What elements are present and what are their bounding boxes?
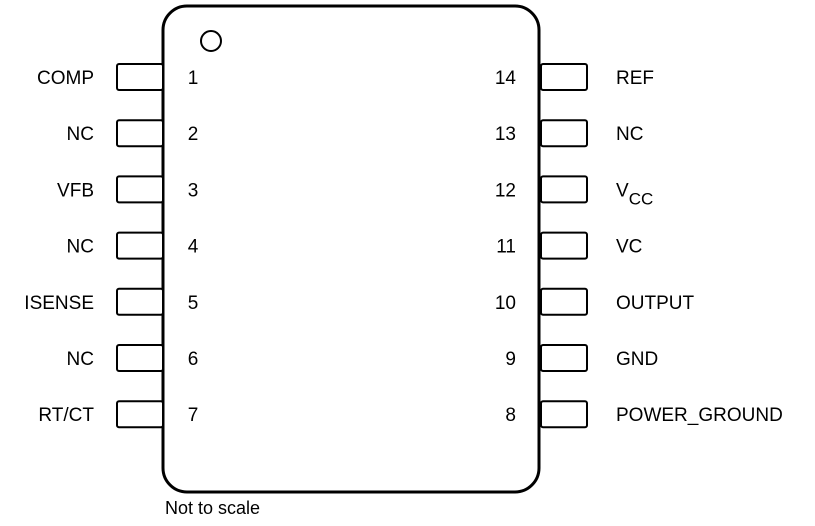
pin-name: NC [67,237,94,258]
pin-number: 7 [188,405,199,426]
pin-name-text: ISENSE [24,293,94,314]
pin-name-text: OUTPUT [616,293,695,314]
pin-lead [540,63,588,91]
pin-9: 9 GND [505,344,658,372]
pin-lead [116,344,164,372]
pin-2: 2 NC [67,119,199,148]
pin-lead [116,287,164,316]
pin-7: 7 RT/CT [38,400,199,429]
pin-number: 13 [495,124,516,145]
pin-8: 8 POWER_GROUND [505,400,783,429]
pin-lead [540,231,588,260]
pin-name-text: POWER_GROUND [616,405,783,426]
pin-number: 2 [188,124,199,145]
pin1-indicator-dot [200,30,222,52]
pin-name-text: RT/CT [38,405,94,426]
pin-name-subscript: CC [629,189,654,208]
pin-name: NC [616,124,643,145]
pin-name: COMP [37,68,94,89]
pin-name-text: V [616,180,629,201]
pin-name: NC [67,349,94,370]
pin-name: VFB [57,180,94,201]
pin-name: ISENSE [24,293,94,314]
pin-6: 6 NC [67,344,199,372]
pin-number: 9 [505,349,516,370]
pin-3: 3 VFB [57,175,199,204]
pin-number: 1 [188,68,199,89]
pin-name-text: NC [67,237,94,258]
pin-number: 14 [495,68,517,89]
pin-lead [116,400,164,429]
pin-lead [540,344,588,372]
pin-name: VCC [616,180,653,208]
pin-number: 4 [188,237,199,258]
pin-lead [540,119,588,148]
pin-number: 11 [496,237,516,258]
pin-name-text: GND [616,349,658,370]
pin-11: 11 VC [496,231,642,260]
pin-name: NC [67,124,94,145]
pin-lead [116,231,164,260]
not-to-scale-caption: Not to scale [165,498,261,518]
pin-name-text: NC [67,124,94,145]
pin-name-text: NC [67,349,94,370]
pin-12: 12 VCC [495,175,653,208]
pin-lead [116,175,164,204]
pin-number: 10 [495,293,516,314]
pin-lead [540,287,588,316]
pin-5: 5 ISENSE [24,287,199,316]
pin-1: 1 COMP [37,63,199,91]
pin-lead [116,119,164,148]
pin-lead [116,63,164,91]
pin-number: 5 [188,293,199,314]
pin-number: 3 [188,180,199,201]
pin-name: GND [616,349,658,370]
pin-number: 12 [495,180,516,201]
pin-name: RT/CT [38,405,94,426]
pin-name: VC [616,237,642,258]
pin-name: POWER_GROUND [616,405,783,426]
pin-name-text: REF [616,68,654,89]
pin-name-text: VFB [57,180,94,201]
pin-4: 4 NC [67,231,199,260]
pin-lead [540,400,588,429]
pin-name: OUTPUT [616,293,695,314]
pin-name-text: COMP [37,68,94,89]
package-body [161,4,541,494]
pin-name-text: NC [616,124,643,145]
pin-name-text: VC [616,237,642,258]
pin-number: 8 [505,405,516,426]
pin-14: 14 REF [495,63,654,91]
pin-number: 6 [188,349,199,370]
pin-lead [540,175,588,204]
pin-13: 13 NC [495,119,643,148]
pin-name: REF [616,68,654,89]
pin-10: 10 OUTPUT [495,287,695,316]
